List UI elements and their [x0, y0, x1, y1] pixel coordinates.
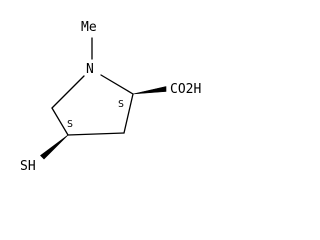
methyl-label: Me [81, 20, 97, 35]
molecule-structure: Me N CO2H SH S S [20, 20, 201, 174]
wedge-c2-carboxyl [132, 86, 167, 95]
stereo-label-c4: S [67, 119, 73, 130]
nitrogen-label: N [86, 62, 94, 77]
carboxyl-label: CO2H [170, 82, 201, 97]
bond-n-c5 [51, 75, 85, 109]
bond-c3-c2 [123, 93, 134, 134]
bond-c5-c4 [51, 107, 69, 136]
bond-c4-c3 [67, 132, 125, 136]
bond-n-c2 [100, 74, 134, 95]
thiol-label: SH [20, 159, 36, 174]
wedge-c4-thiol [40, 134, 69, 160]
stereo-label-c2: S [118, 99, 124, 110]
